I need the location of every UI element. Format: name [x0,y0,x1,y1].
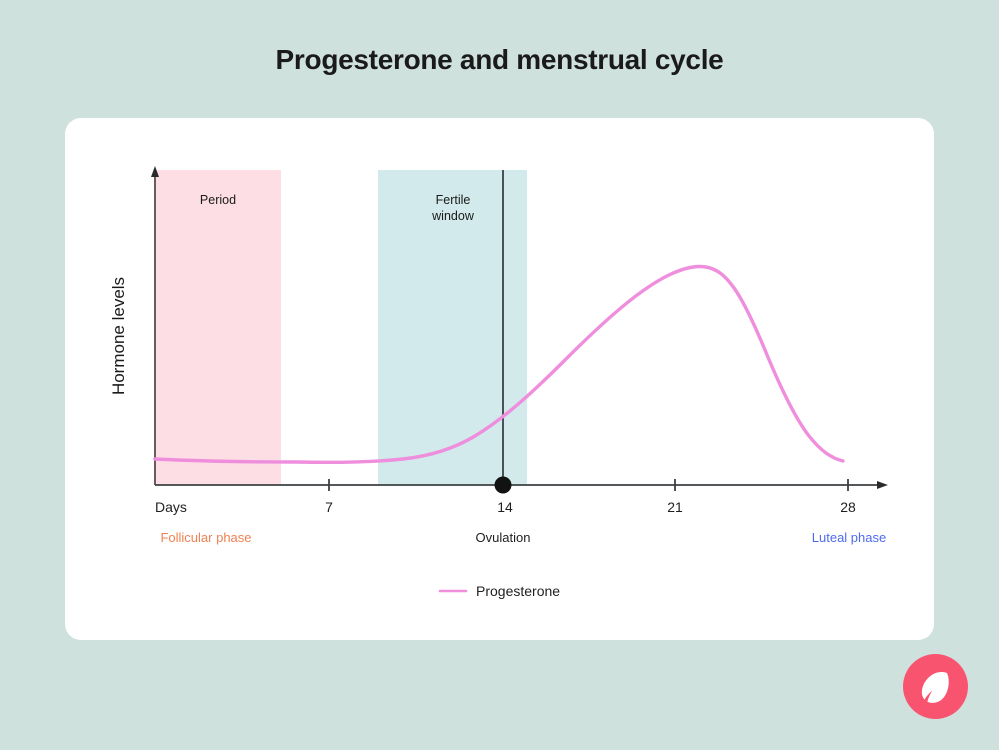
feather-icon [921,672,949,703]
fertile-window-band-label-line2: window [431,209,475,223]
x-tick-label-7: 7 [325,499,333,515]
ovulation-dot [494,476,512,494]
y-axis-title: Hormone levels [109,277,128,395]
x-tick-label-28: 28 [840,499,856,515]
period-band [155,170,281,485]
progesterone-curve [153,264,845,465]
progesterone-line-chart: Period Fertile window Days 7 14 21 28 Fo… [109,166,888,599]
x-tick-label-14: 14 [497,499,513,515]
flo-feather-logo[interactable] [903,654,968,719]
period-band-label: Period [200,193,236,207]
follicular-phase-label: Follicular phase [160,530,251,545]
x-tick-label-21: 21 [667,499,683,515]
ovulation-label: Ovulation [476,530,531,545]
fertile-window-band-label-line1: Fertile [436,193,471,207]
page-title: Progesterone and menstrual cycle [275,44,724,75]
x-axis-arrow-icon [877,481,888,489]
chart-card: Period Fertile window Days 7 14 21 28 Fo… [65,118,934,640]
y-axis-arrow-icon [151,166,159,177]
luteal-phase-label: Luteal phase [812,530,886,545]
x-axis-origin-label: Days [155,499,187,515]
legend-label-progesterone: Progesterone [476,583,560,599]
